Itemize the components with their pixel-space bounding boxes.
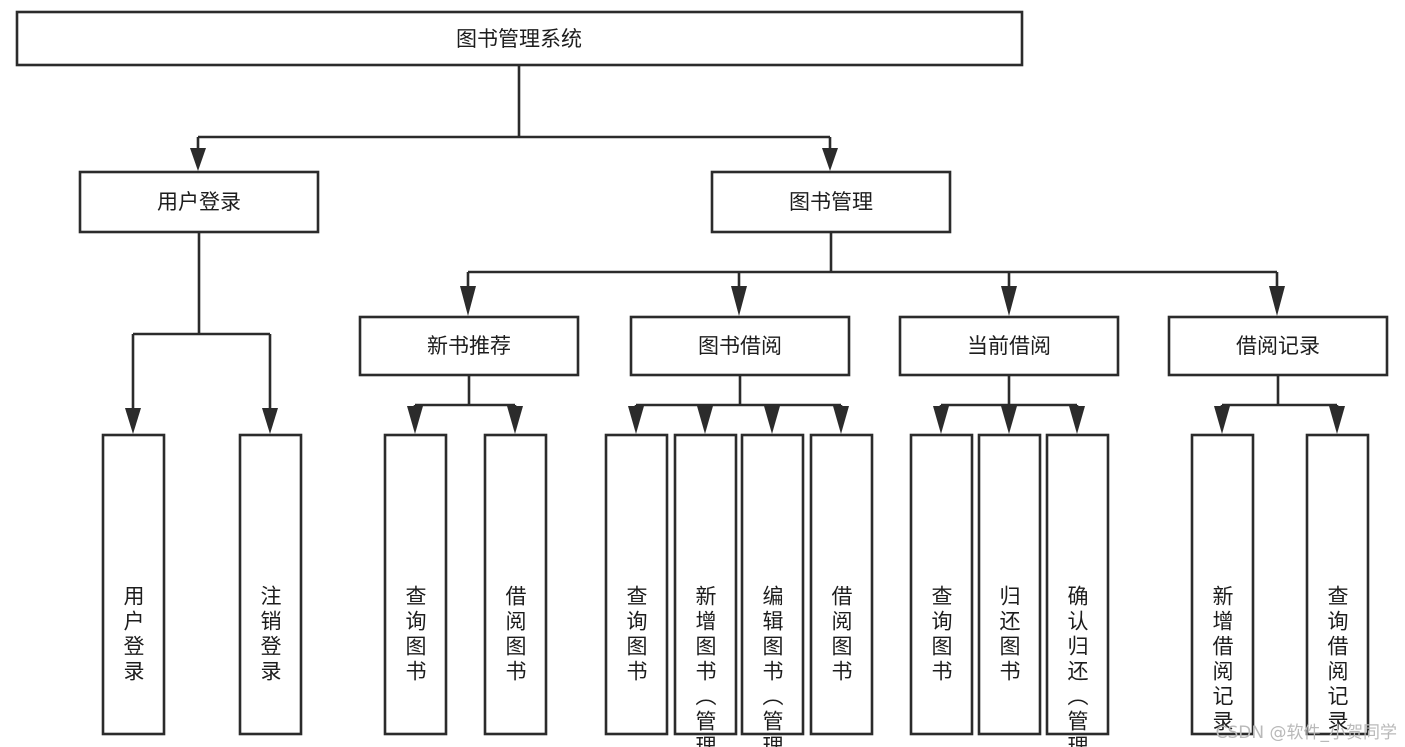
leaf-node[interactable]: 归还图书 bbox=[977, 433, 1042, 736]
arrow-to-book-borrow bbox=[731, 286, 747, 316]
node-root-box bbox=[15, 10, 1024, 67]
leaf-query-record-box bbox=[1305, 433, 1370, 736]
arrow-to-leaf-query-book-3 bbox=[933, 406, 949, 434]
arrow-to-book-manage bbox=[822, 148, 838, 171]
arrow-to-leaf-add-book bbox=[697, 406, 713, 434]
arrow-to-leaf-return-book bbox=[1001, 406, 1017, 434]
node-book-borrow[interactable]: 图书借阅 bbox=[629, 315, 851, 377]
leaf-borrow-book-1-label: 借阅图书 bbox=[503, 585, 527, 685]
leaf-node[interactable]: 用户登录 bbox=[101, 433, 166, 736]
connector-new-book-recommend-to-leaves bbox=[407, 375, 523, 434]
arrow-to-new-book-recommend bbox=[460, 286, 476, 316]
leaf-query-book-3-box bbox=[909, 433, 974, 736]
leaf-logout-login-box bbox=[238, 433, 303, 736]
leaf-add-record-label: 新增借阅记录 bbox=[1210, 585, 1234, 735]
leaf-node[interactable]: 查询图书 bbox=[909, 433, 974, 736]
leaf-query-book-2-label: 查询图书 bbox=[624, 585, 648, 685]
leaf-node[interactable]: 注销登录 bbox=[238, 433, 303, 736]
node-user-login[interactable]: 用户登录 bbox=[78, 170, 320, 234]
leaf-query-book-3-label: 查询图书 bbox=[929, 585, 953, 685]
node-current-borrow-label: 当前借阅 bbox=[967, 334, 1051, 358]
node-borrow-record-label: 借阅记录 bbox=[1236, 334, 1320, 358]
leaf-add-book-box bbox=[673, 433, 738, 736]
node-book-manage-label: 图书管理 bbox=[789, 190, 873, 214]
arrow-to-leaf-user-login bbox=[125, 408, 141, 434]
arrow-to-leaf-add-record bbox=[1214, 406, 1230, 434]
arrow-to-user-login bbox=[190, 148, 206, 171]
leaf-node[interactable]: 查询图书 bbox=[383, 433, 448, 736]
node-user-login-box bbox=[78, 170, 320, 234]
leaf-edit-book-box bbox=[740, 433, 805, 736]
arrow-to-leaf-query-book-2 bbox=[628, 406, 644, 434]
connector-root-to-level2 bbox=[190, 65, 838, 171]
node-book-manage[interactable]: 图书管理 bbox=[710, 170, 952, 234]
arrow-to-leaf-borrow-book-2 bbox=[833, 406, 849, 434]
leaf-confirm-return-label: 确认归还（管理员） bbox=[1065, 585, 1089, 747]
leaf-borrow-book-2-box bbox=[809, 433, 874, 736]
connector-book-manage-to-level3 bbox=[460, 232, 1285, 316]
leaf-add-record-box bbox=[1190, 433, 1255, 736]
leaf-node[interactable]: 查询图书 bbox=[604, 433, 669, 736]
connector-book-borrow-to-leaves bbox=[628, 375, 849, 434]
connector-borrow-record-to-leaves bbox=[1214, 375, 1345, 434]
leaf-node[interactable]: 新增借阅记录 bbox=[1190, 433, 1255, 736]
arrow-to-borrow-record bbox=[1269, 286, 1285, 316]
leaf-return-book-box bbox=[977, 433, 1042, 736]
node-user-login-label: 用户登录 bbox=[157, 190, 241, 214]
leaf-logout-login-label: 注销登录 bbox=[258, 585, 282, 685]
arrow-to-leaf-logout-login bbox=[262, 408, 278, 434]
leaf-user-login-label: 用户登录 bbox=[121, 585, 145, 685]
leaf-node[interactable]: 借阅图书 bbox=[809, 433, 874, 736]
leaf-node[interactable]: 借阅图书 bbox=[483, 433, 548, 736]
arrow-to-leaf-query-record bbox=[1329, 406, 1345, 434]
node-new-book-recommend-label: 新书推荐 bbox=[427, 334, 511, 358]
node-borrow-record[interactable]: 借阅记录 bbox=[1167, 315, 1389, 377]
node-new-book-recommend-box bbox=[358, 315, 580, 377]
csdn-watermark: CSDN @软件_小贺同学 bbox=[1215, 723, 1397, 743]
leaf-borrow-book-2-label: 借阅图书 bbox=[829, 585, 853, 685]
node-current-borrow[interactable]: 当前借阅 bbox=[898, 315, 1120, 377]
leaf-query-record-label: 查询借阅记录 bbox=[1325, 585, 1349, 735]
leaf-query-book-1-label: 查询图书 bbox=[403, 585, 427, 685]
leaf-user-login-box bbox=[101, 433, 166, 736]
arrow-to-leaf-confirm-return bbox=[1069, 406, 1085, 434]
node-root[interactable]: 图书管理系统 bbox=[15, 10, 1024, 67]
leaf-add-book-label: 新增图书（管理员） bbox=[693, 585, 717, 747]
arrow-to-leaf-query-book-1 bbox=[407, 406, 423, 434]
leaf-query-book-2-box bbox=[604, 433, 669, 736]
node-current-borrow-box bbox=[898, 315, 1120, 377]
leaf-return-book-label: 归还图书 bbox=[997, 585, 1021, 685]
node-new-book-recommend[interactable]: 新书推荐 bbox=[358, 315, 580, 377]
node-root-label: 图书管理系统 bbox=[456, 27, 582, 51]
node-book-borrow-label: 图书借阅 bbox=[698, 334, 782, 358]
leaf-query-book-1-box bbox=[383, 433, 448, 736]
connector-user-login-to-leaves bbox=[125, 232, 278, 434]
arrow-to-leaf-borrow-book-1 bbox=[507, 406, 523, 434]
leaf-node[interactable]: 编辑图书（管理员） bbox=[740, 433, 805, 747]
connector-current-borrow-to-leaves bbox=[933, 375, 1085, 434]
leaf-node[interactable]: 确认归还（管理员） bbox=[1045, 433, 1110, 747]
leaf-node[interactable]: 新增图书（管理员） bbox=[673, 433, 738, 747]
leaf-confirm-return-box bbox=[1045, 433, 1110, 736]
leaf-borrow-book-1-box bbox=[483, 433, 548, 736]
arrow-to-current-borrow bbox=[1001, 286, 1017, 316]
leaf-edit-book-label: 编辑图书（管理员） bbox=[760, 585, 784, 747]
leaf-node[interactable]: 查询借阅记录 bbox=[1305, 433, 1370, 736]
arrow-to-leaf-edit-book bbox=[764, 406, 780, 434]
